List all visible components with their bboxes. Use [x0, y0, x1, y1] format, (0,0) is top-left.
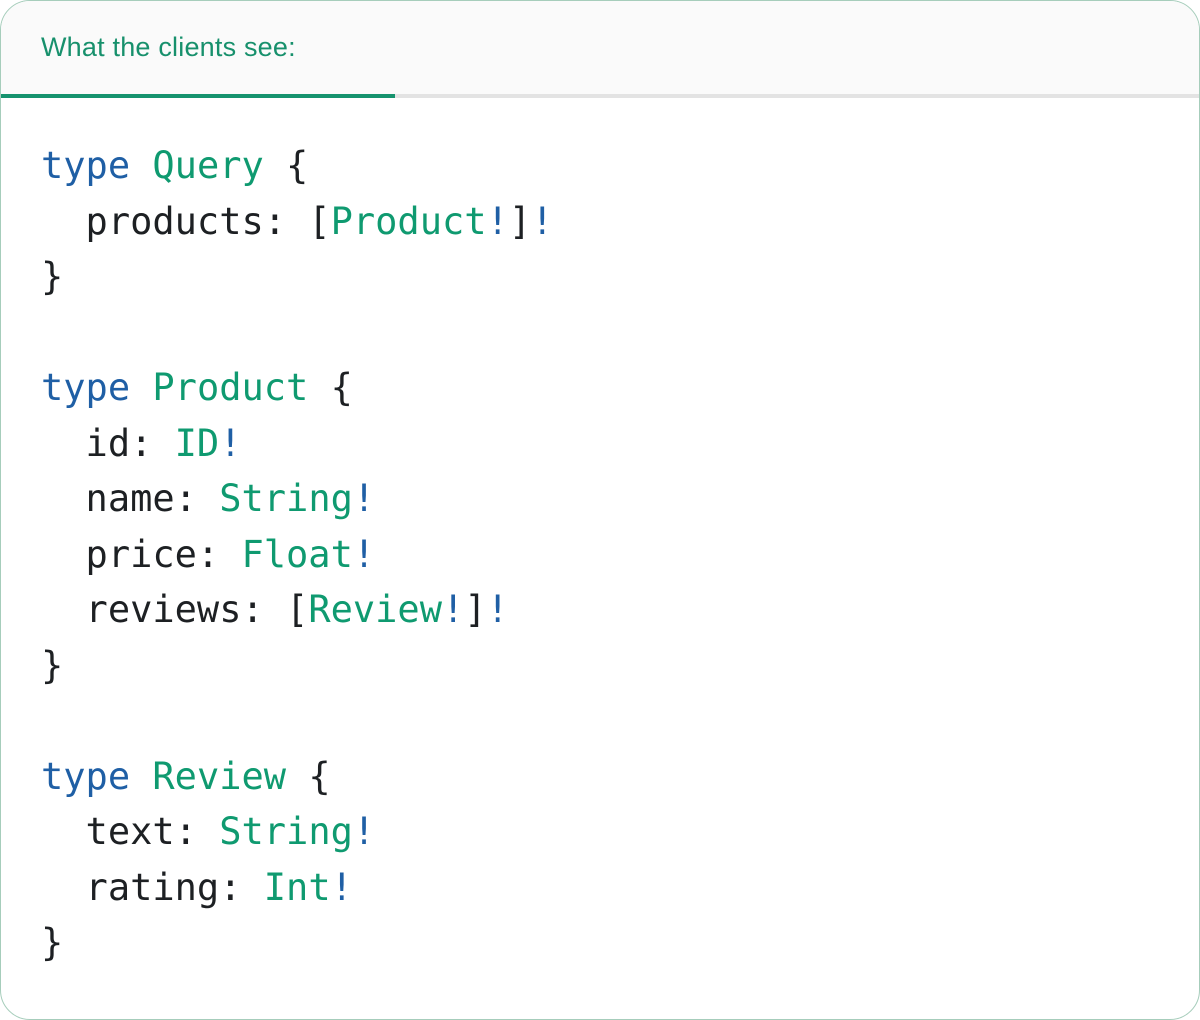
code-token-pl: price:: [41, 532, 242, 576]
code-token-bang: !: [352, 532, 376, 576]
code-token-pl: reviews: [: [41, 588, 309, 631]
code-area: type Query { products: [Product!]!} type…: [1, 98, 1199, 971]
code-line: id: ID!: [41, 416, 1159, 472]
code-token-pl: ]: [464, 588, 487, 631]
active-tab-underline: [1, 94, 395, 98]
code-token-pl: [130, 366, 152, 409]
code-token-bang: !: [352, 477, 376, 520]
code-token-ty: Review: [152, 754, 287, 798]
code-line: rating: Int!: [41, 860, 1159, 916]
code-token-bang: !: [219, 421, 242, 465]
code-line: }: [41, 915, 1159, 971]
code-token-ty: Query: [152, 144, 264, 187]
code-line: }: [41, 638, 1159, 694]
code-token-bang: !: [441, 588, 465, 631]
code-token-pl: }: [41, 643, 64, 687]
header-divider: [1, 94, 1199, 98]
code-token-pl: }: [41, 921, 64, 964]
code-token-bang: !: [352, 810, 376, 853]
code-line: text: String!: [41, 804, 1159, 860]
code-token-pl: name:: [41, 477, 220, 520]
code-line: name: String!: [41, 471, 1159, 527]
code-token-ty: Int: [263, 865, 331, 909]
code-token-ty: Float: [241, 532, 353, 576]
code-token-pl: products: [: [41, 199, 331, 243]
code-token-kw: type: [41, 144, 131, 187]
code-token-ty: String: [219, 477, 353, 520]
tab-what-clients-see[interactable]: What the clients see:: [41, 32, 296, 62]
graphql-schema-code-block: type Query { products: [Product!]!} type…: [41, 138, 1159, 971]
code-token-bang: !: [486, 199, 509, 243]
code-line: type Query {: [41, 138, 1159, 194]
code-token-bang: !: [531, 199, 554, 243]
code-line: }: [41, 249, 1159, 305]
code-token-kw: type: [41, 754, 131, 798]
code-token-pl: id:: [41, 421, 175, 465]
code-token-pl: [130, 755, 152, 798]
code-token-pl: {: [286, 754, 331, 798]
code-token-kw: type: [41, 366, 131, 409]
code-token-ty: String: [219, 810, 353, 853]
code-token-bang: !: [486, 588, 509, 631]
code-token-pl: ]: [508, 199, 532, 243]
code-line: [41, 693, 1159, 749]
code-token-pl: rating:: [41, 865, 264, 909]
code-line: type Review {: [41, 749, 1159, 805]
code-token-pl: {: [308, 366, 353, 409]
code-token-ty: ID: [174, 421, 220, 465]
code-line: reviews: [Review!]!: [41, 582, 1159, 638]
code-token-ty: Review: [308, 588, 442, 631]
code-line: products: [Product!]!: [41, 194, 1159, 250]
code-token-pl: {: [263, 144, 309, 187]
code-line: type Product {: [41, 360, 1159, 416]
code-token-ty: Product: [152, 366, 309, 409]
code-token-pl: }: [41, 255, 64, 298]
code-line: [41, 305, 1159, 361]
code-token-pl: text:: [41, 810, 220, 853]
code-line: price: Float!: [41, 527, 1159, 583]
code-token-bang: !: [330, 865, 353, 909]
code-token-ty: Product: [330, 199, 487, 243]
code-token-pl: [130, 144, 152, 187]
code-panel-header: What the clients see:: [1, 1, 1199, 98]
